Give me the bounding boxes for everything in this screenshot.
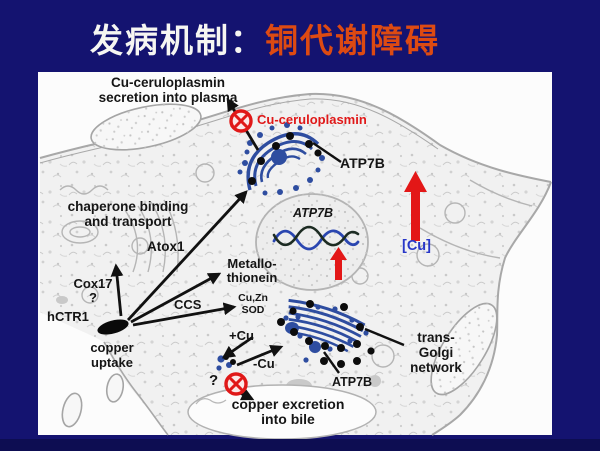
label-trans-golgi: trans- Golgi network [410, 330, 462, 375]
label-atp7b-vesicle: ATP7B [332, 375, 373, 389]
metallothionein-arrow [130, 272, 222, 324]
label-atox1: Atox1 [147, 239, 185, 254]
copper-dots-bottom [277, 300, 375, 368]
slide-title: 发病机制：铜代谢障碍 [90, 14, 440, 62]
minus-cu-arrow [236, 344, 284, 367]
label-copper-uptake: copper uptake [90, 340, 134, 370]
dna-helix [272, 225, 360, 251]
label-metallothionein: Metallo- thionein [226, 256, 278, 285]
label-minus-cu: -Cu [253, 356, 275, 371]
ccs-arrow [132, 302, 237, 327]
golgi-top [237, 122, 325, 196]
cu-increase-arrow [404, 171, 427, 241]
label-chaperone: chaperone binding and transport [67, 199, 189, 229]
label-bile-question: ? [209, 372, 219, 389]
plus-cu-arrow [221, 335, 254, 359]
pointer-lines [312, 142, 405, 374]
label-sod: Cu,Zn SOD [238, 292, 268, 316]
slide-bottom-band [0, 439, 600, 451]
blocked-bile-icon [224, 372, 248, 396]
trans-golgi-pointer [364, 327, 405, 347]
label-atp7b-golgi: ATP7B [340, 155, 385, 171]
title-prefix: 发病机制： [90, 22, 265, 59]
hctr1-transporter [97, 319, 129, 335]
title-highlight: 铜代谢障碍 [265, 22, 440, 59]
blocked-secretion-icon [229, 109, 253, 133]
label-atp7b-gene: ATP7B [293, 206, 334, 220]
copper-dots-top [248, 132, 322, 185]
label-blocked-ceruloplasmin: Cu-ceruloplasmin [257, 112, 367, 127]
label-plasma-secretion: Cu-ceruloplasmin secretion into plasma [98, 75, 238, 105]
cox17-arrow [110, 263, 124, 317]
label-cu-concentration: [Cu] [402, 238, 431, 254]
label-plus-cu: +Cu [229, 328, 254, 343]
label-cox17: Cox17 ? [73, 276, 113, 305]
label-bile-excretion: copper excretion into bile [231, 396, 345, 427]
label-hctr1: hCTR1 [47, 309, 89, 324]
golgi-bottom [277, 298, 375, 368]
gene-upregulation-arrow [330, 247, 347, 280]
atp7b-top-pointer [312, 142, 342, 163]
atox1-arrow [126, 190, 248, 321]
atp7b-bottom-pointer [323, 351, 340, 374]
mitochondria [61, 103, 498, 428]
label-ccs: CCS [174, 297, 202, 312]
